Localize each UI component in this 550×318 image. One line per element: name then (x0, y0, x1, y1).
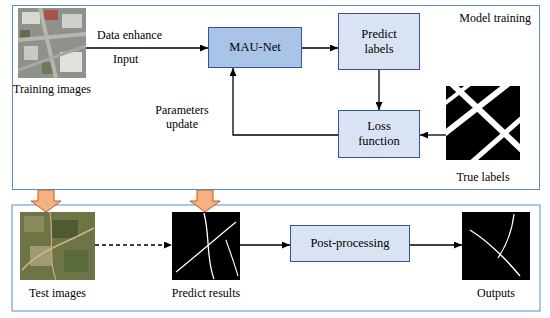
box-label: MAU-Net (229, 40, 280, 55)
image-caption: Test images (29, 286, 86, 301)
image-caption: Outputs (477, 286, 515, 301)
arrow (420, 134, 446, 135)
test-image (20, 212, 95, 280)
prediction-image (172, 212, 240, 280)
road-label-image (446, 86, 520, 160)
arrow (233, 68, 338, 135)
arrow (410, 244, 462, 245)
image-node: Predict results (172, 212, 240, 280)
image-node: Test images (20, 212, 95, 280)
image-node: Outputs (462, 212, 530, 280)
arrow (86, 47, 208, 48)
inference-panel (12, 205, 540, 311)
arrow (302, 47, 338, 48)
edge-label: Parameters update (146, 103, 218, 132)
block-arrow (190, 190, 220, 212)
edge-label: Data enhance (96, 28, 163, 42)
aerial-image (18, 8, 86, 78)
image-node: True labels (446, 86, 520, 160)
arrow (240, 244, 290, 245)
box-label: Loss function (349, 119, 409, 149)
process-box: Predict labels (338, 13, 420, 70)
image-caption: Predict results (172, 286, 240, 301)
arrow (378, 70, 379, 110)
image-node: Training images (18, 8, 86, 78)
process-box: Post-processing (290, 225, 410, 262)
image-caption: True labels (456, 170, 509, 185)
arrow (95, 244, 172, 245)
edge-label: Input (112, 52, 139, 66)
box-label: Post-processing (310, 236, 389, 251)
panel-title: Model training (459, 11, 531, 26)
process-box: MAU-Net (208, 27, 302, 68)
training-panel: Training images MAU-Net Predict labelsLoss… (12, 5, 540, 190)
process-box: Loss function (338, 110, 420, 158)
output-image (462, 212, 530, 280)
block-arrow (31, 190, 61, 212)
box-label: Predict labels (349, 27, 409, 57)
image-caption: Training images (13, 82, 91, 97)
